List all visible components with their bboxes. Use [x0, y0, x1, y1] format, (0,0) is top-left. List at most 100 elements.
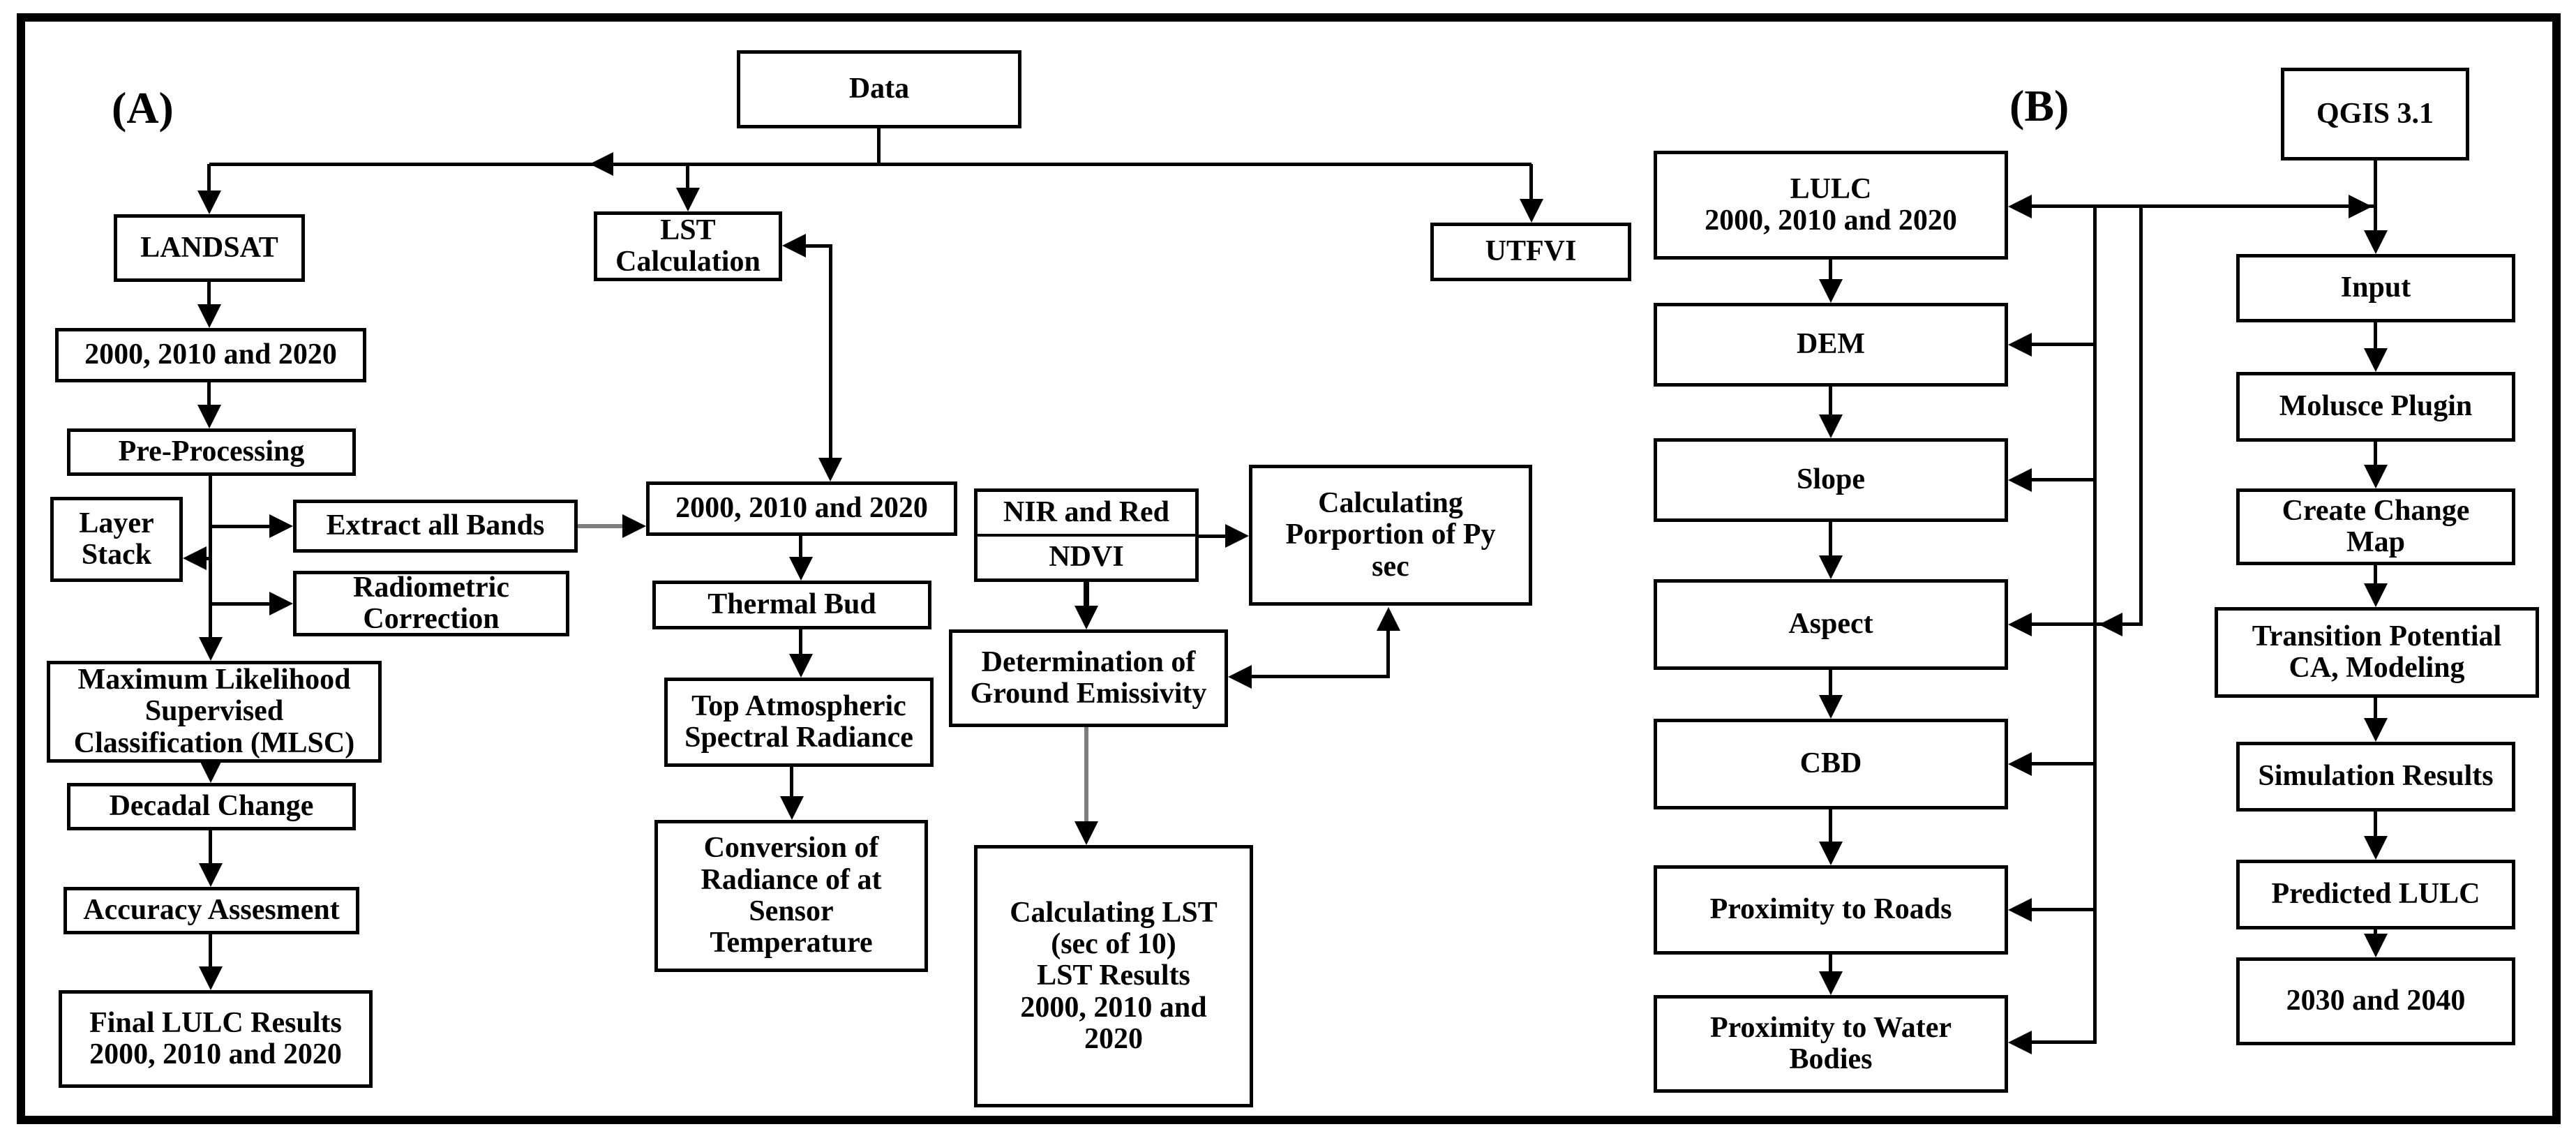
node-extract-bands: Extract all Bands — [293, 500, 578, 553]
line-branch-layer-stack — [202, 557, 211, 560]
node-calc-porportion: Calculating Porportion of Py sec — [1249, 465, 1532, 606]
node-nir-ndvi: NIR and Red NDVI — [974, 488, 1199, 582]
node-conversion: Conversion of Radiance of at Sensor Temp… — [654, 820, 928, 972]
node-prox-roads: Proximity to Roads — [1654, 865, 2008, 955]
node-lulc-b: LULC 2000, 2010 and 2020 — [1654, 151, 2008, 260]
line-stub-utfvi — [1529, 164, 1533, 199]
node-predicted-label: Predicted LULC — [2271, 878, 2480, 911]
node-slope-label: Slope — [1796, 463, 1866, 496]
node-years-lst-label: 2000, 2010 and 2020 — [675, 492, 928, 525]
line-years-preproc — [207, 382, 211, 405]
line-thermal-topatm — [799, 629, 802, 654]
line-feedback-v — [1386, 627, 1390, 678]
line-extract-to-years-lst — [578, 524, 622, 528]
line-transition-simulation — [2374, 698, 2377, 718]
line-lst-connector-v — [829, 244, 832, 458]
line-data-down — [877, 128, 881, 164]
arrowhead-into-calc-porportion — [1225, 524, 1249, 548]
arrowhead-into-years-pred — [2364, 934, 2388, 957]
line-lulc-qgis-connector — [2032, 204, 2376, 208]
node-calc-porportion-label: Calculating Porportion of Py sec — [1285, 486, 1496, 583]
arrowhead-into-years-lst — [818, 458, 842, 481]
line-branch-dem — [2032, 343, 2095, 346]
node-create-change-label: Create Change Map — [2282, 494, 2470, 558]
node-radiometric-label: Radiometric Correction — [353, 571, 509, 635]
node-layer-stack: Layer Stack — [50, 497, 183, 582]
node-thermal: Thermal Bud — [652, 581, 931, 629]
line-molusce-createmap — [2374, 442, 2377, 465]
arrowhead-into-extract-bands — [269, 514, 293, 538]
node-lulc-b-label: LULC 2000, 2010 and 2020 — [1705, 172, 1957, 237]
line-landsat-years — [207, 281, 211, 304]
line-branch-radiometric — [211, 602, 269, 606]
arrowhead-into-prox-water — [2008, 1031, 2032, 1054]
line-branch-cbd — [2032, 762, 2095, 765]
arrowhead-cbd-roads — [1819, 842, 1843, 865]
arrowhead-into-layer-stack — [183, 546, 207, 570]
node-years-pred-label: 2030 and 2040 — [2286, 985, 2466, 1017]
node-nir-cell: NIR and Red — [978, 492, 1195, 537]
line-roads-water — [1829, 955, 1832, 971]
arrowhead-into-molusce — [2364, 348, 2388, 372]
node-input: Input — [2236, 254, 2515, 322]
arrowhead-into-thermal — [789, 557, 813, 581]
arrowhead-aspect-cbd — [1819, 695, 1843, 719]
line-createmap-transition — [2374, 565, 2377, 583]
arrowhead-into-preprocessing — [197, 405, 221, 428]
node-lst-calc: LST Calculation — [594, 211, 782, 281]
node-ndvi-cell: NDVI — [978, 537, 1195, 578]
node-years-pred: 2030 and 2040 — [2236, 957, 2515, 1045]
node-cbd-label: CBD — [1799, 747, 1862, 780]
arrowhead-into-transition — [2364, 583, 2388, 607]
node-top-atm: Top Atmospheric Spectral Radiance — [664, 678, 934, 767]
line-input-molusce — [2374, 322, 2377, 348]
arrowhead-into-accuracy — [199, 863, 223, 887]
node-dem-label: DEM — [1797, 328, 1865, 361]
arrowhead-into-calc-lst — [1074, 821, 1098, 845]
arrowhead-into-utfvi — [1520, 199, 1543, 223]
line-branch-prox-water — [2032, 1040, 2095, 1044]
arrowhead-into-prox-roads — [2008, 898, 2032, 922]
line-lulc-dem — [1829, 260, 1832, 279]
node-accuracy: Accuracy Assesment — [63, 887, 359, 934]
node-mlsc-label: Maximum Likelihood Supervised Classifica… — [73, 663, 355, 759]
arrowhead-into-input — [2364, 230, 2388, 254]
node-ndvi-label: NDVI — [1049, 541, 1124, 574]
line-stub-lst — [686, 164, 689, 188]
node-create-change: Create Change Map — [2236, 488, 2515, 565]
node-calc-lst-label: Calculating LST (sec of 10) LST Results … — [1010, 896, 1218, 1056]
line-accuracy-final — [209, 934, 212, 966]
arrowhead-into-slope — [2008, 468, 2032, 492]
line-ndvi-to-porportion — [1199, 535, 1225, 538]
line-stub-landsat — [207, 164, 211, 190]
node-landsat: LANDSAT — [114, 214, 305, 282]
arrowhead-into-lulc-b — [2008, 195, 2032, 218]
node-simulation-label: Simulation Results — [2258, 760, 2494, 793]
arrowhead-into-qgis-line — [2349, 195, 2372, 218]
line-simulation-predicted — [2374, 812, 2377, 836]
line-determination-calclst — [1084, 727, 1088, 821]
arrowhead-into-years-landsat — [197, 304, 221, 328]
node-data-label: Data — [848, 73, 910, 105]
line-decadal-accuracy — [209, 830, 212, 863]
line-qgis-input — [2374, 160, 2377, 230]
arrowhead-lulc-dem — [1819, 279, 1843, 303]
node-aspect: Aspect — [1654, 579, 2008, 670]
node-qgis-label: QGIS 3.1 — [2316, 97, 2434, 130]
arrowhead-into-lst-calc-right — [782, 234, 806, 257]
node-preprocessing: Pre-Processing — [67, 428, 356, 476]
node-transition: Transition Potential CA, Modeling — [2215, 607, 2539, 698]
line-years-thermal — [799, 536, 802, 557]
line-cbd-roads — [1829, 809, 1832, 842]
node-landsat-label: LANDSAT — [140, 231, 278, 264]
arrowhead-into-predicted — [2364, 836, 2388, 860]
line-feedback-h — [1252, 675, 1388, 678]
node-determination: Determination of Ground Emissivity — [949, 629, 1228, 727]
line-preproc-trunk — [209, 476, 212, 637]
node-preprocessing-label: Pre-Processing — [118, 435, 305, 468]
node-simulation: Simulation Results — [2236, 742, 2515, 812]
line-lst-connector-h — [806, 244, 832, 248]
line-slope-aspect — [1829, 522, 1832, 555]
node-prox-roads-label: Proximity to Roads — [1709, 893, 1952, 926]
node-predicted: Predicted LULC — [2236, 860, 2515, 929]
